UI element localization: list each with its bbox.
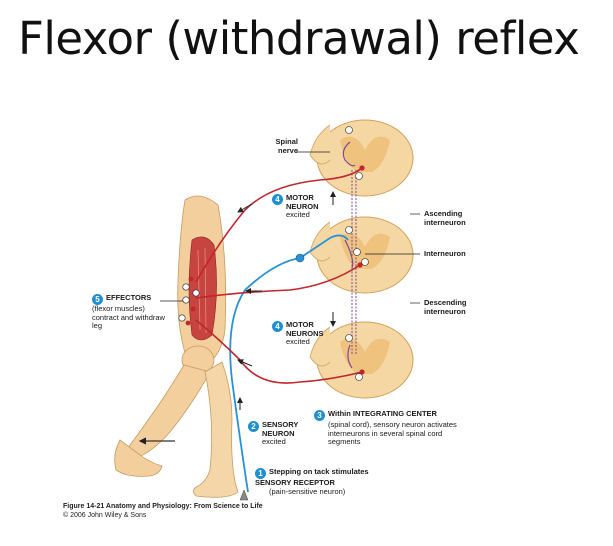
step-badge-4a: 4	[272, 194, 283, 205]
leg-illustration	[114, 195, 249, 501]
label-receptor-title: Stepping on tack stimulates SENSORY RECE…	[255, 467, 369, 487]
label-motor-neuron-top-sub: excited	[286, 210, 310, 220]
label-ascending-text: Ascending interneuron	[424, 209, 466, 227]
label-ascending-interneuron: Ascending interneuron	[424, 209, 494, 227]
label-interneuron-text: Interneuron	[424, 249, 466, 258]
tack	[239, 489, 249, 501]
step-badge-4b: 4	[272, 321, 283, 332]
label-motor-neurons-bottom-title: MOTOR NEURONS	[286, 320, 324, 338]
caption-line2: © 2006 John Wiley & Sons	[63, 511, 147, 519]
label-integrating-title: Within INTEGRATING CENTER	[328, 409, 437, 418]
label-sensory-neuron-title: SENSORY NEURON	[262, 420, 299, 438]
label-effectors-sub: (flexor muscles) contract and withdraw l…	[92, 304, 165, 331]
caption-line1: Figure 14-21 Anatomy and Physiology: Fro…	[63, 503, 263, 510]
label-motor-neuron-top-title: MOTOR NEURON	[286, 193, 319, 211]
figure-caption: Figure 14-21 Anatomy and Physiology: Fro…	[63, 503, 263, 521]
step-badge-5: 5	[92, 294, 103, 305]
step-badge-1: 1	[255, 468, 266, 479]
raised-foot	[114, 439, 163, 477]
label-sensory-neuron-sub: excited	[262, 437, 286, 447]
step-badge-2: 2	[248, 421, 259, 432]
flexor-muscle	[188, 236, 217, 341]
sensory-neuron-path	[229, 234, 349, 493]
label-interneuron: Interneuron	[424, 249, 466, 259]
label-descending-interneuron: Descending interneuron	[424, 298, 494, 316]
motor-neuron-paths	[195, 167, 363, 384]
spinal-cord-segment-lower	[309, 321, 414, 399]
step-badge-3: 3	[314, 410, 325, 421]
slide-title: Flexor (withdrawal) reflex	[18, 12, 580, 65]
label-spinal-nerve: Spinal nerve	[262, 137, 298, 155]
label-descending-text: Descending interneuron	[424, 298, 467, 316]
label-motor-neurons-bottom-sub: excited	[286, 337, 310, 347]
label-effectors-title: EFFECTORS	[106, 293, 152, 302]
spinal-cord-segment-upper	[309, 119, 414, 197]
label-integrating-sub: (spinal cord), sensory neuron activates …	[328, 420, 457, 447]
label-spinal-nerve-text: Spinal nerve	[275, 137, 298, 155]
label-receptor-sub: (pain-sensitive neuron)	[269, 486, 346, 496]
interneurons	[342, 141, 356, 369]
